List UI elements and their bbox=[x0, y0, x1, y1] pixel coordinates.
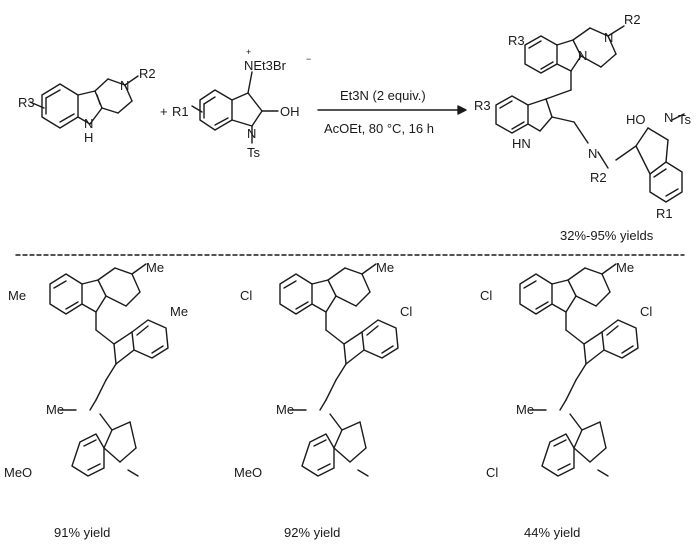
product-hn-label: HN bbox=[512, 136, 531, 151]
product-ts-label: Ts bbox=[678, 112, 692, 127]
reactant1-n-label: N bbox=[120, 78, 129, 93]
ex2-oxy-substituent: MeO bbox=[234, 465, 262, 480]
ex1-oxy-substituent: MeO bbox=[4, 465, 32, 480]
yield-range-label: 32%-95% yields bbox=[560, 228, 654, 243]
ex1-bottom-substituent: Me bbox=[170, 304, 188, 319]
ex2-n-me: Me bbox=[376, 260, 394, 275]
reactant2-minus-charge: − bbox=[306, 54, 311, 64]
reactant1-nh-label: N bbox=[84, 116, 93, 131]
reactant-2-structure bbox=[191, 71, 279, 144]
reactant2-oh-label: OH bbox=[280, 104, 300, 119]
reactant2-ts-label: Ts bbox=[247, 145, 261, 160]
product-ho-label: HO bbox=[626, 112, 646, 127]
product-n2-label: N bbox=[604, 30, 613, 45]
reactant2-salt-label: NEt3Br bbox=[244, 58, 287, 73]
product-amine-n-label: N bbox=[588, 146, 597, 161]
ex3-amine-me: Me bbox=[516, 402, 534, 417]
plus-sign: + bbox=[160, 104, 168, 119]
ex2-yield: 92% yield bbox=[284, 525, 340, 540]
condition-base: Et3N (2 equiv.) bbox=[340, 88, 426, 103]
ex3-top-substituent: Cl bbox=[480, 288, 492, 303]
example-2-structure bbox=[279, 263, 399, 477]
product-n1-label: N bbox=[578, 48, 587, 63]
ex3-n-me: Me bbox=[616, 260, 634, 275]
product-structure bbox=[495, 25, 685, 203]
reactant1-r2-label: R2 bbox=[139, 66, 156, 81]
product-r2b-label: R2 bbox=[590, 170, 607, 185]
ex3-oxy-substituent: Cl bbox=[486, 465, 498, 480]
condition-solvent-temp: AcOEt, 80 °C, 16 h bbox=[324, 121, 434, 136]
ex1-top-substituent: Me bbox=[8, 288, 26, 303]
product-r1-label: R1 bbox=[656, 206, 673, 221]
ex2-amine-me: Me bbox=[276, 402, 294, 417]
reactant1-h-label: H bbox=[84, 130, 93, 145]
reactant2-r1-label: R1 bbox=[172, 104, 189, 119]
product-indoline-n-label: N bbox=[664, 110, 673, 125]
ex3-yield: 44% yield bbox=[524, 525, 580, 540]
arrow-head bbox=[457, 105, 467, 115]
ex2-bottom-substituent: Cl bbox=[400, 304, 412, 319]
reactant2-n-label: N bbox=[247, 126, 256, 141]
ex3-bottom-substituent: Cl bbox=[640, 304, 652, 319]
ex1-yield: 91% yield bbox=[54, 525, 110, 540]
reactant2-plus-charge: + bbox=[246, 47, 251, 57]
ex1-n-me: Me bbox=[146, 260, 164, 275]
product-r3b-label: R3 bbox=[474, 98, 491, 113]
example-1-structure bbox=[49, 263, 169, 477]
product-r2a-label: R2 bbox=[624, 12, 641, 27]
reactant-1-structure bbox=[29, 75, 139, 129]
reactant1-r3-label: R3 bbox=[18, 95, 35, 110]
ex1-amine-me: Me bbox=[46, 402, 64, 417]
ex2-top-substituent: Cl bbox=[240, 288, 252, 303]
product-r3a-label: R3 bbox=[508, 33, 525, 48]
example-3-structure bbox=[519, 263, 639, 477]
